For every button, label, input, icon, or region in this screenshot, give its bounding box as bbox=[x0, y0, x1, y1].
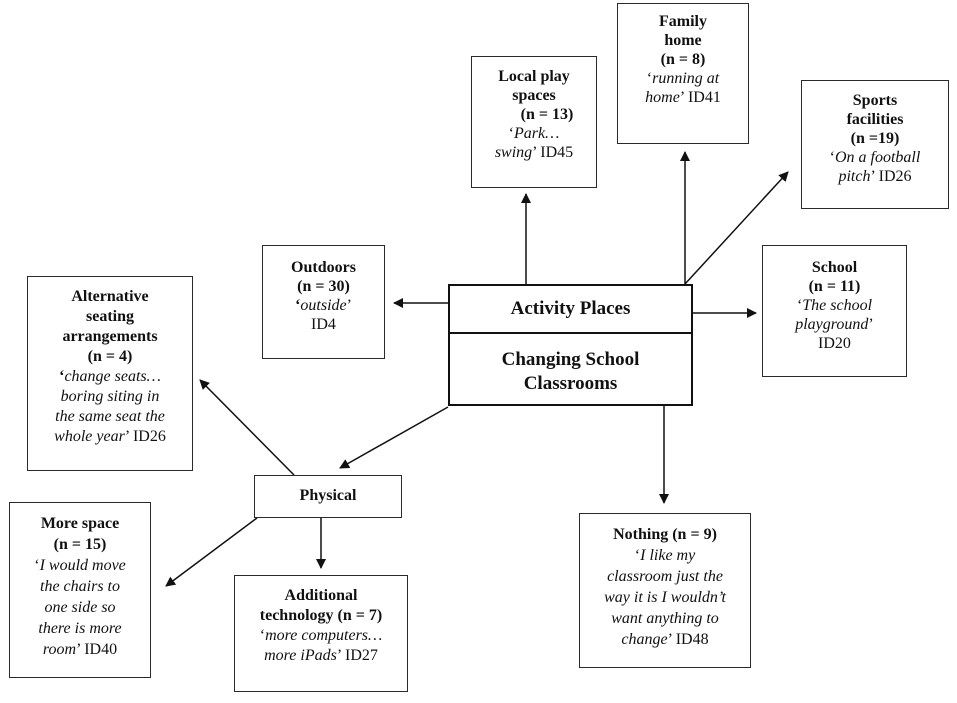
additional-tech-quote2: more iPads’ ID27 bbox=[264, 647, 378, 664]
school-title: School bbox=[811, 259, 858, 276]
school-id: ID20 bbox=[818, 335, 851, 352]
sports-quote1: ‘On a football bbox=[829, 149, 921, 166]
local-play-title1: Local play bbox=[498, 68, 570, 85]
local-play-box: Local play spaces (n = 13) ‘Park… swing’… bbox=[471, 56, 597, 188]
school-quote2: playground’ bbox=[795, 316, 874, 333]
local-play-title2: spaces bbox=[512, 87, 556, 104]
more-space-count: (n = 15) bbox=[53, 536, 107, 553]
additional-tech-box: Additional technology (n = 7) ‘more comp… bbox=[234, 575, 408, 692]
more-space-quote4: there is more bbox=[38, 620, 122, 637]
outdoors-box: Outdoors (n = 30) ‘outside’ ID4 bbox=[262, 245, 385, 359]
alt-seating-box: Alternative seating arrangements (n = 4)… bbox=[27, 276, 193, 471]
nothing-title: Nothing (n = 9) bbox=[613, 526, 717, 543]
center-bottom-line2: Classrooms bbox=[523, 373, 618, 394]
arrow-to-more-space bbox=[165, 517, 258, 587]
sports-count: (n =19) bbox=[850, 130, 900, 147]
school-quote1: ‘The school bbox=[796, 297, 873, 314]
alt-seating-title2: seating bbox=[86, 308, 134, 325]
more-space-quote1: ‘I would move bbox=[34, 557, 126, 574]
school-box: School (n = 11) ‘The school playground’ … bbox=[762, 245, 907, 377]
additional-tech-title2: technology (n = 7) bbox=[259, 607, 383, 624]
local-play-quote1: ‘Park… bbox=[508, 125, 560, 142]
center-top-label: Activity Places bbox=[450, 286, 691, 334]
local-play-quote2: swing’ ID45 bbox=[494, 144, 574, 161]
sports-title2: facilities bbox=[846, 111, 904, 128]
center-bottom-line1: Changing School bbox=[501, 349, 640, 370]
alt-seating-quote1: ‘change seats… bbox=[59, 368, 161, 385]
arrow-to-sports bbox=[684, 171, 789, 285]
arrow-to-physical bbox=[339, 406, 449, 469]
nothing-quote2: classroom just the bbox=[607, 568, 723, 585]
sports-quote2: pitch’ ID26 bbox=[838, 168, 912, 185]
alt-seating-quote3: the same seat the bbox=[55, 408, 165, 425]
physical-label: Physical bbox=[299, 487, 357, 504]
more-space-quote2: the chairs to bbox=[40, 578, 120, 595]
outdoors-count: (n = 30) bbox=[297, 278, 350, 295]
family-home-quote1: ‘running at bbox=[646, 70, 720, 87]
center-box: Activity Places Changing School Classroo… bbox=[448, 284, 693, 406]
outdoors-quote-line: ‘outside’ bbox=[295, 297, 352, 314]
nothing-quote1: ‘I like my bbox=[634, 547, 696, 564]
more-space-quote3: one side so bbox=[44, 599, 116, 616]
alt-seating-title3: arrangements bbox=[62, 328, 158, 345]
center-bottom-label: Changing School Classrooms bbox=[450, 334, 691, 396]
alt-seating-quote2: boring siting in bbox=[60, 388, 160, 405]
alt-seating-quote4: whole year’ ID26 bbox=[54, 428, 166, 445]
additional-tech-quote1: ‘more computers… bbox=[259, 627, 383, 644]
more-space-title: More space bbox=[40, 515, 120, 532]
school-count: (n = 11) bbox=[808, 278, 861, 295]
nothing-box: Nothing (n = 9) ‘I like my classroom jus… bbox=[579, 513, 751, 668]
physical-box: Physical bbox=[254, 475, 402, 518]
family-home-box: Family home (n = 8) ‘running at home’ ID… bbox=[617, 3, 749, 144]
local-play-count: (n = 13) bbox=[520, 106, 574, 123]
outdoors-title: Outdoors bbox=[291, 259, 356, 276]
more-space-box: More space (n = 15) ‘I would move the ch… bbox=[9, 502, 151, 678]
more-space-quote5: room’ ID40 bbox=[42, 641, 118, 658]
family-home-title1: Family bbox=[659, 13, 707, 30]
family-home-title2: home bbox=[664, 32, 702, 49]
nothing-quote4: want anything to bbox=[611, 610, 719, 627]
sports-title1: Sports bbox=[852, 92, 898, 109]
family-home-count: (n = 8) bbox=[660, 51, 706, 68]
alt-seating-title1: Alternative bbox=[71, 288, 149, 305]
sports-box: Sports facilities (n =19) ‘On a football… bbox=[801, 80, 949, 209]
outdoors-id: ID4 bbox=[311, 316, 336, 333]
family-home-quote2: home’ ID41 bbox=[645, 89, 721, 106]
alt-seating-count: (n = 4) bbox=[87, 348, 133, 365]
nothing-quote5: change’ ID48 bbox=[621, 631, 709, 648]
nothing-quote3: way it is I wouldn’t bbox=[604, 589, 726, 606]
arrow-to-alt-seating bbox=[199, 379, 295, 476]
additional-tech-title1: Additional bbox=[284, 587, 358, 604]
